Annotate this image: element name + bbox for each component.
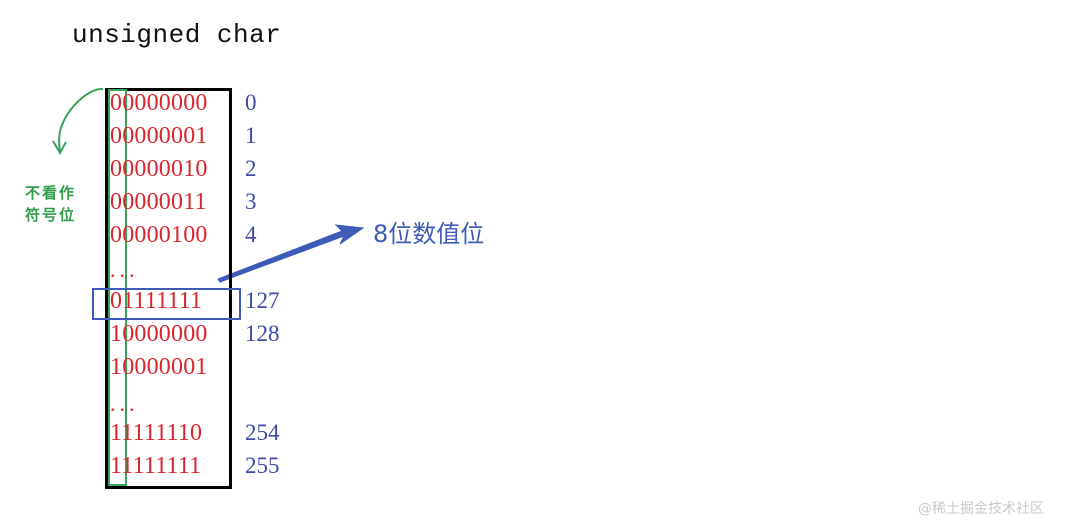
sign-bit-note-line1: 不看作 bbox=[25, 184, 77, 202]
bits-row: 00000011 bbox=[110, 189, 207, 215]
bits-row: 11111110 bbox=[110, 420, 203, 446]
ellipsis-row: ... bbox=[110, 257, 139, 282]
decimal-value: 254 bbox=[245, 420, 280, 445]
bits-row: 01111111 bbox=[110, 288, 203, 314]
green-curved-arrow-icon bbox=[58, 87, 104, 153]
diagram-title: unsigned char bbox=[72, 20, 282, 50]
sign-bit-column-highlight bbox=[108, 89, 127, 486]
sign-bit-note: 不看作 符号位 bbox=[25, 182, 85, 226]
bits-row: 10000000 bbox=[110, 321, 208, 347]
decimal-value: 4 bbox=[245, 222, 257, 247]
decimal-value: 127 bbox=[245, 288, 280, 313]
sign-bit-note-line2: 符号位 bbox=[25, 206, 77, 224]
decimal-value: 128 bbox=[245, 321, 280, 346]
bits-row: 00000010 bbox=[110, 156, 208, 182]
value-bits-label: 8位数值位 bbox=[373, 220, 485, 248]
bits-row: 00000000 bbox=[110, 90, 208, 116]
bits-row: 11111111 bbox=[110, 453, 202, 479]
blue-pointer-arrow-icon bbox=[217, 224, 365, 283]
decimal-value: 2 bbox=[245, 156, 257, 181]
decimal-value: 0 bbox=[245, 90, 257, 115]
highlight-row-127 bbox=[92, 288, 241, 320]
decimal-value: 1 bbox=[245, 123, 257, 148]
ellipsis-row: ... bbox=[110, 391, 139, 416]
bits-row: 00000001 bbox=[110, 123, 208, 149]
bits-row: 00000100 bbox=[110, 222, 208, 248]
decimal-value: 3 bbox=[245, 189, 257, 214]
bits-row: 10000001 bbox=[110, 354, 208, 380]
decimal-value: 255 bbox=[245, 453, 280, 478]
watermark: @稀土掘金技术社区 bbox=[918, 501, 1044, 517]
